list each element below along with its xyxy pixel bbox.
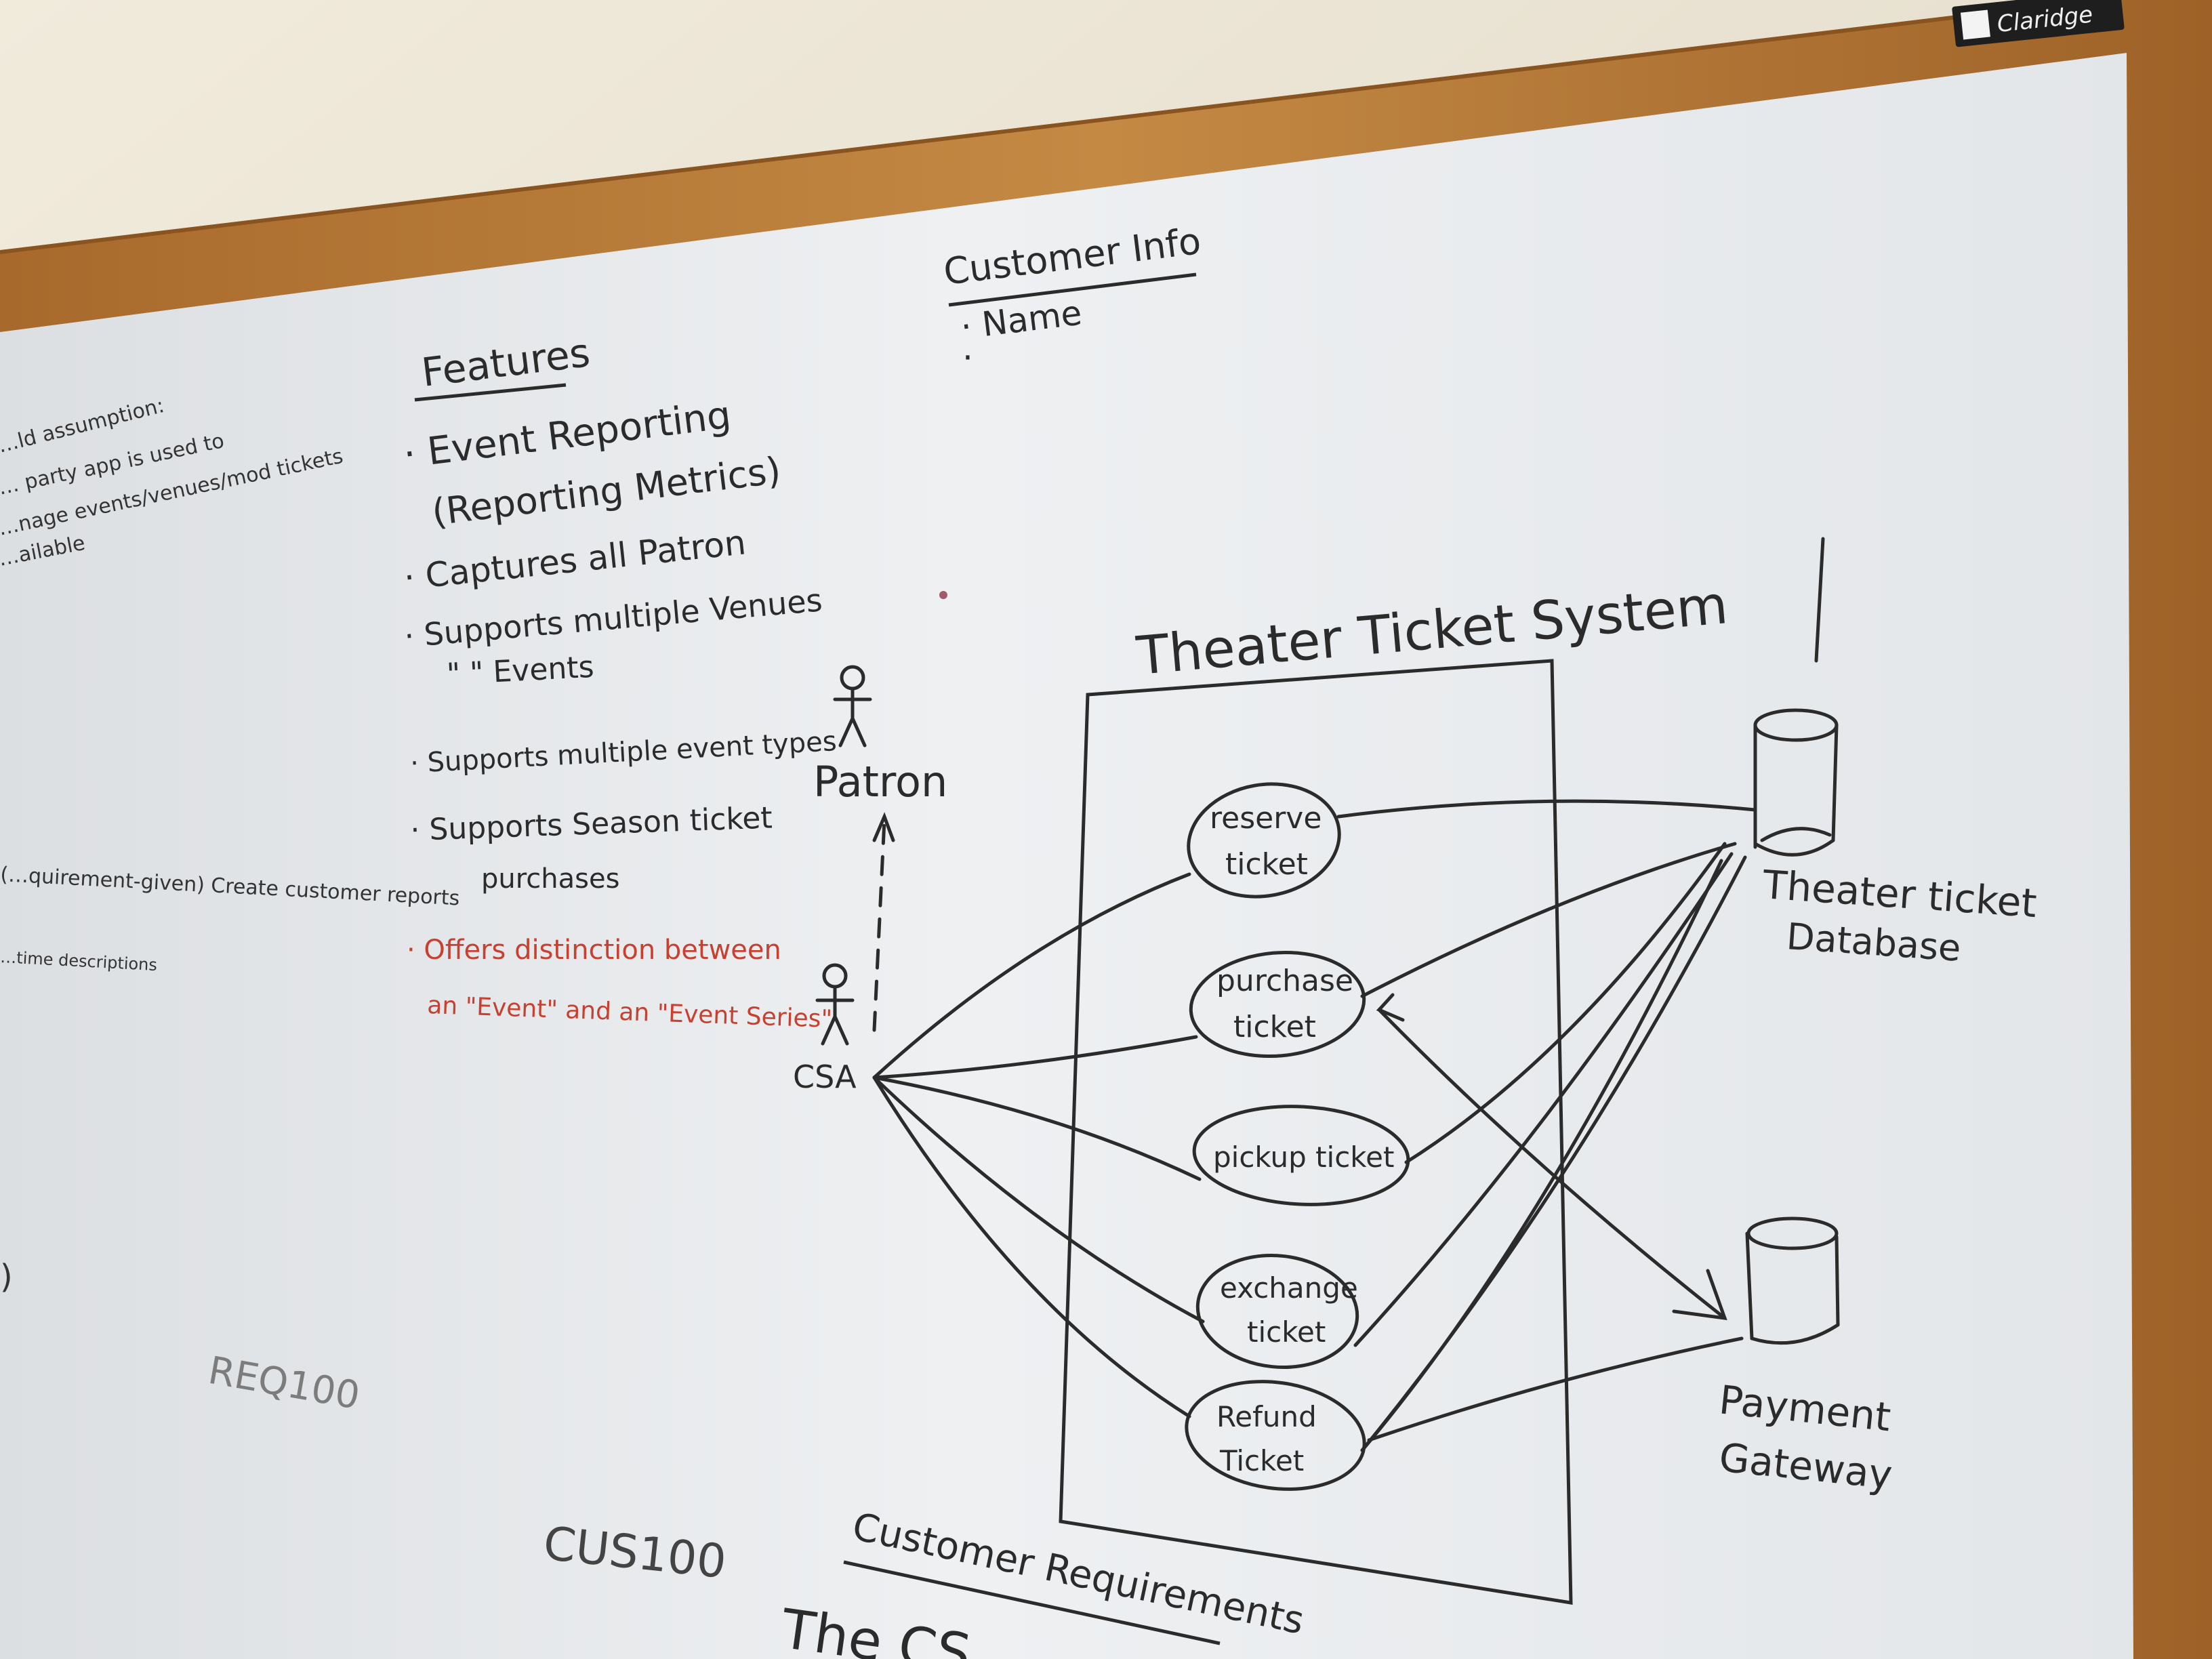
left-bracket: ) [0,1258,13,1296]
assoc-csa-reserve [872,872,1191,1080]
svg-text:ticket: ticket [1247,1315,1326,1349]
use-case-exchange: exchange ticket [1195,1254,1359,1369]
actor-csa: CSA [793,963,857,1095]
svg-text:Ticket: Ticket [1219,1444,1304,1477]
system-boundary [1059,659,1573,1605]
assoc-csa-pickup [872,1076,1202,1181]
assoc-csa-purchase [872,1035,1198,1080]
assoc-csa-refund [872,1076,1191,1418]
actor-patron-label: Patron [813,757,947,806]
svg-text:exchange: exchange [1220,1271,1358,1305]
use-case-refund: Refund Ticket [1185,1380,1366,1491]
assoc-refund-gateway [1367,1336,1744,1442]
assoc-refund-db-2 [1360,859,1723,1452]
svg-text:ticket: ticket [1233,1010,1316,1044]
bottom-underline [843,1560,1221,1645]
frame-edge [0,0,2116,254]
assoc-pickup-db [1404,842,1727,1164]
use-case-purchase: purchase ticket [1189,950,1366,1059]
customer-info-underline [948,272,1197,307]
feature-3b: " " Events [446,650,595,692]
feature-5b: purchases [481,863,619,895]
features-underline [414,383,567,402]
whiteboard-surface [0,53,2133,1659]
brand-badge: Claridge [1952,0,2125,47]
actor-patron: Patron [813,665,947,806]
database-tick [1814,537,1825,663]
marker-dot [939,591,947,599]
assoc-purchase-db [1360,842,1737,998]
svg-text:reserve: reserve [1210,801,1322,836]
use-case-reserve: reserve ticket [1187,782,1341,899]
feature-red-1: · Offers distinction between [407,935,781,966]
svg-text:pickup ticket: pickup ticket [1213,1141,1394,1174]
assoc-csa-exchange [872,1076,1205,1324]
use-case-pickup: pickup ticket [1192,1105,1410,1206]
svg-text:purchase: purchase [1216,964,1353,998]
generalization-arrow [872,818,886,1032]
customer-info-item-2: · [962,338,973,377]
svg-text:ticket: ticket [1225,847,1308,882]
assoc-reserve-db [1336,799,1757,819]
assoc-purchase-gateway [1377,1008,1727,1320]
assoc-exchange-db [1353,852,1734,1347]
actor-csa-label: CSA [793,1059,857,1095]
svg-text:Refund: Refund [1216,1400,1317,1433]
